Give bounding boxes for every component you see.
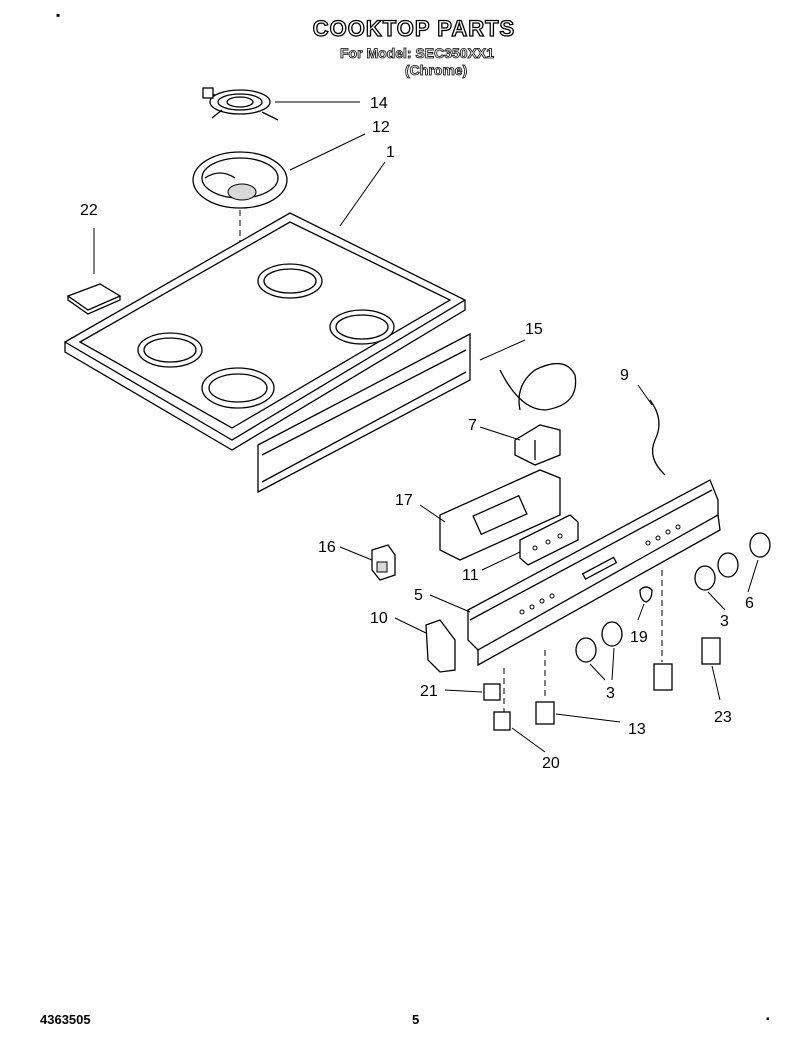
callout-23: 23 (714, 709, 732, 726)
part-16-switch (371, 544, 396, 581)
callout-17: 17 (395, 492, 413, 509)
callout-15: 15 (525, 321, 543, 338)
callout-11: 11 (462, 567, 479, 584)
part-13-switch-b (653, 663, 673, 691)
callout-9: 9 (620, 367, 629, 384)
part-15-rear-panel (257, 332, 471, 494)
callout-16: 16 (318, 539, 336, 556)
callout-22: 22 (80, 202, 98, 219)
part-23-switch (701, 637, 721, 665)
part-14-surface-element (202, 87, 279, 121)
callout-12: 12 (372, 119, 390, 136)
part-7-switch (499, 363, 577, 466)
callout-14: 14 (370, 95, 388, 112)
corner-mark-bottom: ▪ (766, 1014, 770, 1025)
page-title: COOKTOP PARTS (312, 15, 516, 41)
finish-line: (Chrome) (405, 62, 468, 79)
callout-7: 7 (468, 417, 477, 434)
callout-3a: 3 (720, 613, 729, 630)
callout-3b: 3 (606, 685, 615, 702)
part-10-end-cap (425, 619, 456, 673)
callout-1: 1 (386, 144, 395, 161)
part-12-drip-bowl (192, 151, 288, 209)
part-19-indicator (639, 586, 653, 603)
part-3-knobs (575, 552, 739, 663)
document-number: 4363505 (40, 1012, 91, 1027)
part-9-wire (649, 399, 666, 476)
part-22-bracket (66, 283, 122, 315)
callout-labels: 14 12 1 22 15 9 7 17 16 11 5 10 19 3 6 3… (80, 95, 754, 772)
part-13-switch (535, 701, 555, 725)
part-6-knob (749, 532, 771, 558)
part-21-switch (483, 683, 501, 701)
part-17-bracket (439, 469, 561, 561)
model-line: For Model: SEC350XX1 (340, 45, 495, 62)
part-5-control-panel (467, 479, 721, 667)
callout-5: 5 (414, 587, 423, 604)
callout-19: 19 (630, 629, 648, 646)
part-11-control (519, 514, 579, 566)
page-number: 5 (412, 1012, 420, 1027)
callout-10: 10 (370, 610, 388, 627)
part-1-cooktop (63, 212, 467, 451)
callout-21: 21 (420, 683, 438, 700)
corner-mark-top: ▪ (56, 8, 61, 22)
callout-6: 6 (745, 595, 754, 612)
callout-20: 20 (542, 755, 560, 772)
part-20-switch (493, 711, 511, 731)
callout-13: 13 (628, 721, 646, 738)
leader-lines (93, 101, 759, 753)
